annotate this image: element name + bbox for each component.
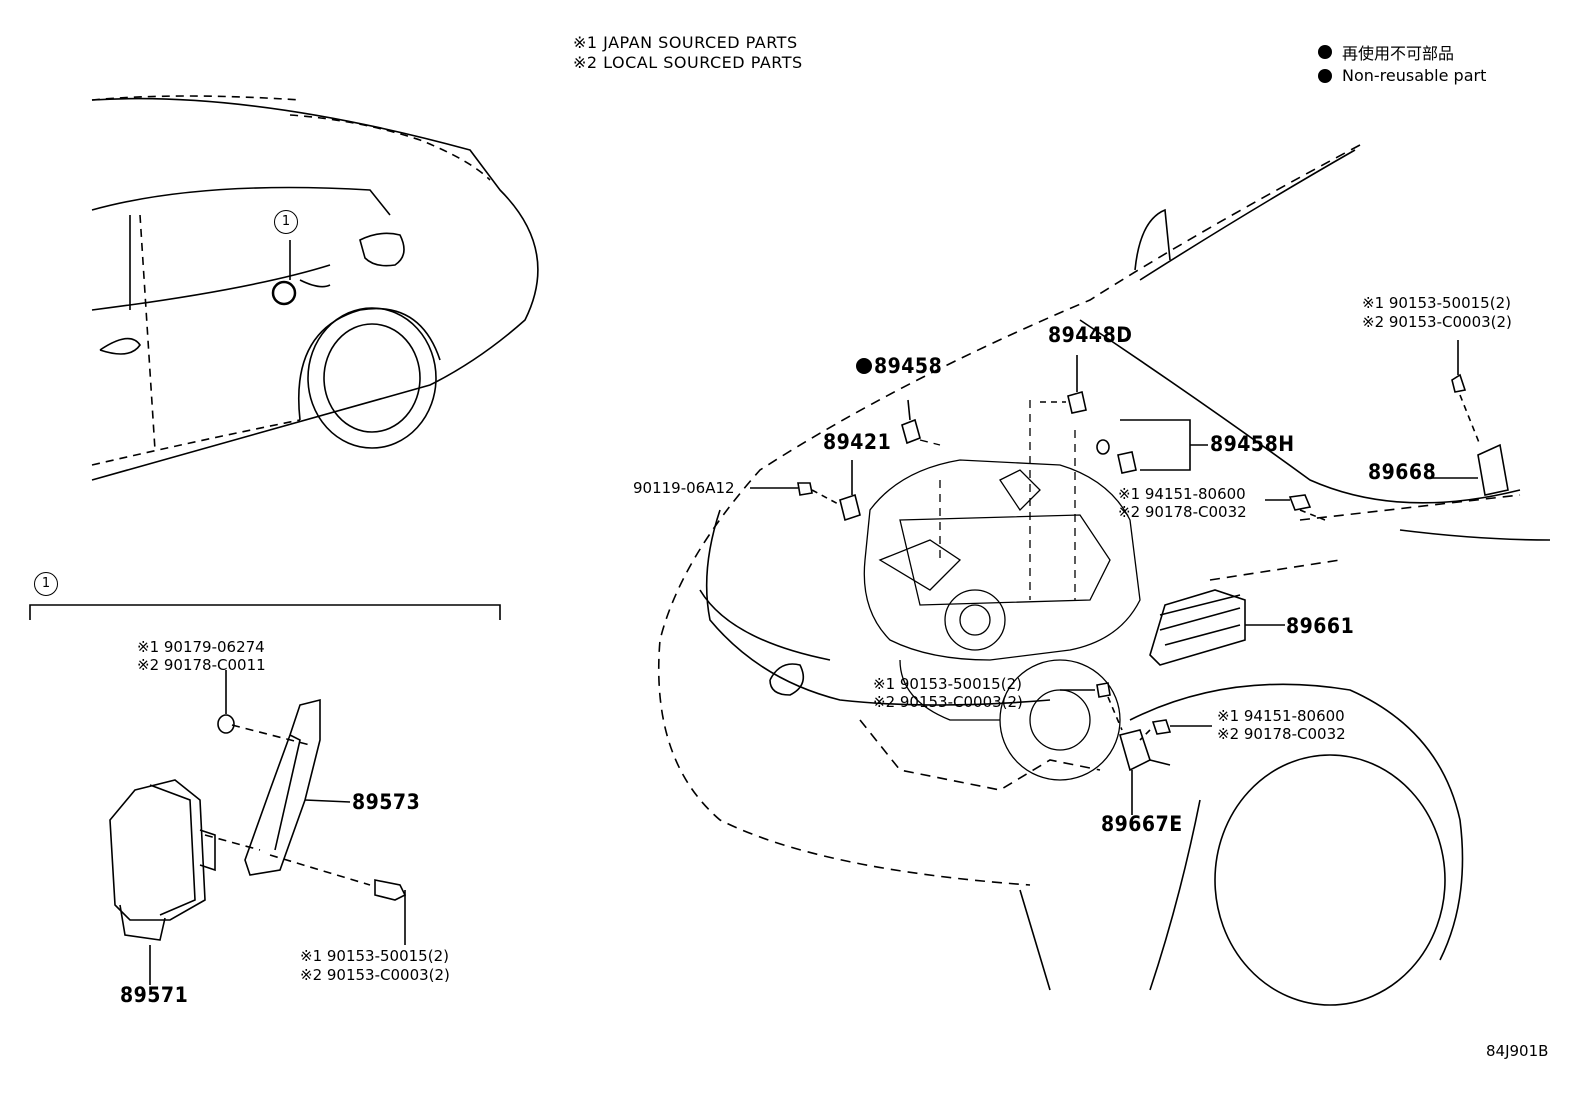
part-label-89573: 89573 — [352, 790, 421, 814]
fastener-label-inset-top-2: ※2 90178-C0011 — [137, 656, 266, 674]
inset-bracket — [30, 605, 500, 620]
callout-marker-inset: 1 — [34, 572, 58, 596]
non-reusable-dot-icon — [856, 358, 872, 374]
part-label-89448D: 89448D — [1048, 323, 1133, 347]
part-number-89458: 89458 — [874, 354, 943, 378]
legend-en-text: Non-reusable part — [1342, 66, 1487, 85]
nut-lower-right — [1140, 720, 1212, 740]
diagram-code: 84J901B — [1486, 1042, 1549, 1060]
fastener-label-mid-right-1: ※1 94151-80600 — [1118, 485, 1246, 503]
non-reusable-dot-icon — [1318, 68, 1332, 83]
part-label-89668: 89668 — [1368, 460, 1437, 484]
note-local-sourced: ※2 LOCAL SOURCED PARTS — [573, 53, 803, 72]
sensor-89448D — [1040, 355, 1086, 413]
part-label-89458H: 89458H — [1210, 432, 1295, 456]
legend-jp-row: 再使用不可部品 — [1318, 40, 1454, 64]
part-label-89661: 89661 — [1286, 614, 1355, 638]
engine-assembly — [864, 400, 1140, 780]
part-label-90119-06A12: 90119-06A12 — [633, 479, 735, 497]
fastener-label-top-right-1: ※1 90153-50015(2) — [1362, 294, 1511, 312]
non-reusable-dot-icon — [1318, 45, 1332, 59]
part-label-89571: 89571 — [120, 983, 189, 1007]
legend-jp-text: 再使用不可部品 — [1342, 44, 1455, 63]
note-japan-sourced: ※1 JAPAN SOURCED PARTS — [573, 33, 798, 52]
car-rear-view — [92, 96, 538, 480]
bracket-89667E — [1060, 683, 1170, 815]
fastener-label-top-right-2: ※2 90153-C0003(2) — [1362, 313, 1512, 331]
part-label-89421: 89421 — [823, 430, 892, 454]
sensor-89458H — [1097, 420, 1208, 473]
fastener-label-inset-bottom-2: ※2 90153-C0003(2) — [300, 966, 450, 984]
inset-module-89571 — [110, 780, 215, 985]
fastener-label-lower-right-2: ※2 90178-C0032 — [1217, 725, 1346, 743]
ecu-89661 — [1150, 560, 1340, 665]
fastener-label-center-2: ※2 90153-C0003(2) — [873, 693, 1023, 711]
nut-mid-right — [1265, 495, 1325, 520]
part-label-89667E: 89667E — [1101, 812, 1183, 836]
sensor-89458 — [902, 400, 920, 443]
legend-en-row: Non-reusable part — [1318, 66, 1486, 85]
fastener-label-inset-bottom-1: ※1 90153-50015(2) — [300, 947, 449, 965]
fastener-label-mid-right-2: ※2 90178-C0032 — [1118, 503, 1247, 521]
fastener-label-center-1: ※1 90153-50015(2) — [873, 675, 1022, 693]
bracket-89421 — [840, 460, 860, 520]
car-front-view — [659, 145, 1550, 1005]
fastener-label-lower-right-1: ※1 94151-80600 — [1217, 707, 1345, 725]
bolt-90119 — [750, 483, 840, 505]
fastener-label-inset-top-1: ※1 90179-06274 — [137, 638, 265, 656]
inset-bracket-89573 — [205, 670, 405, 945]
callout-marker-car: 1 — [274, 210, 298, 234]
sensor-89668 — [1300, 340, 1520, 520]
part-label-89458: 89458 — [856, 354, 943, 378]
